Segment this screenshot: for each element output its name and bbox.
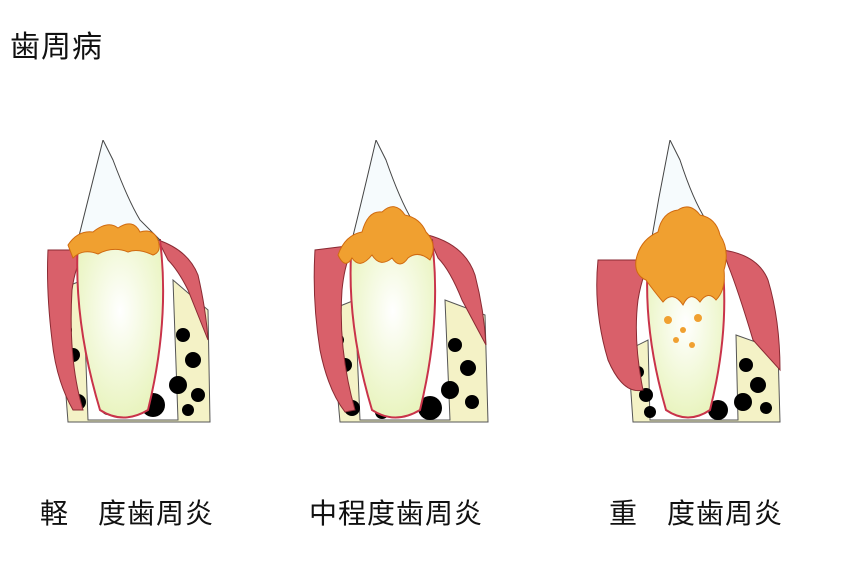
- tooth-crown: [77, 140, 162, 241]
- tooth-severe-illustration: [596, 140, 781, 423]
- stage-label-severe: 重 度歯周炎: [609, 497, 784, 530]
- gum-tissue: [596, 259, 655, 392]
- tartar-deposit: [635, 206, 727, 307]
- tartar-deposit: [67, 223, 160, 259]
- tooth-root: [76, 239, 165, 419]
- gum-tissue: [47, 249, 90, 411]
- page-title: 歯周病: [10, 30, 103, 65]
- tooth-root: [349, 239, 437, 419]
- tooth-mild-illustration: [47, 140, 211, 423]
- gum-tissue: [313, 244, 357, 413]
- tooth-root: [646, 259, 726, 419]
- stage-label-mild: 軽 度歯周炎: [40, 497, 215, 530]
- tartar-deposit: [337, 206, 434, 265]
- gum-tissue-right: [722, 249, 781, 372]
- tooth-moderate-illustration: [313, 140, 489, 423]
- gum-tissue-right: [427, 234, 487, 346]
- tartar-specks: [664, 314, 702, 348]
- gum-tissue-right: [157, 239, 209, 341]
- stage-label-moderate: 中程度歯周炎: [309, 497, 484, 530]
